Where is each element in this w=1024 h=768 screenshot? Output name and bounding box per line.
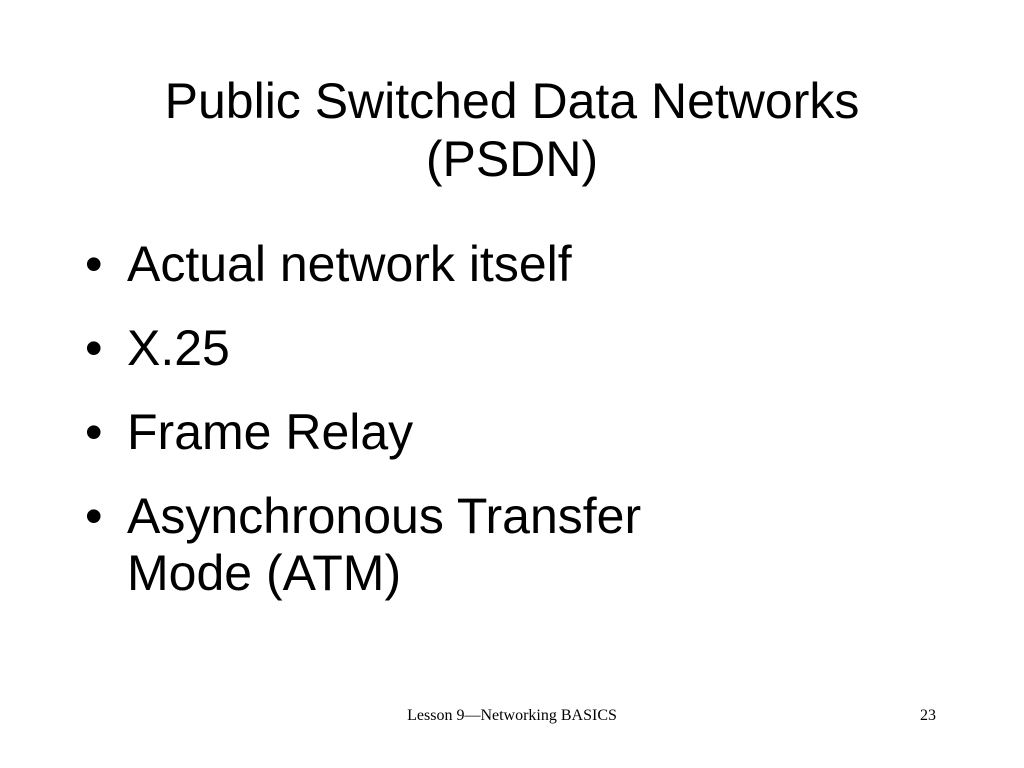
bullet-text: Frame Relay	[127, 404, 845, 461]
bullet-icon: •	[85, 404, 103, 460]
slide-title-line-2: (PSDN)	[425, 131, 599, 187]
slide-title: Public Switched Data Networks (PSDN)	[60, 72, 964, 188]
slide-title-line-1: Public Switched Data Networks	[164, 73, 860, 129]
footer-lesson-title: Lesson 9—Networking BASICS	[407, 707, 617, 724]
bullet-icon: •	[85, 236, 103, 292]
bullet-text: Actual network itself	[127, 236, 845, 293]
bullet-line: Frame Relay	[127, 404, 414, 460]
bullet-line: Asynchronous Transfer	[127, 488, 642, 544]
bullet-item-actual-network: • Actual network itself	[85, 236, 845, 293]
bullet-item-frame-relay: • Frame Relay	[85, 404, 845, 461]
bullet-line: X.25	[127, 320, 230, 376]
bullet-text: Asynchronous Transfer Mode (ATM)	[127, 488, 845, 602]
bullet-item-x25: • X.25	[85, 320, 845, 377]
page-number: 23	[920, 707, 936, 724]
bullet-text: X.25	[127, 320, 845, 377]
bullet-icon: •	[85, 488, 103, 544]
bullet-item-atm: • Asynchronous Transfer Mode (ATM)	[85, 488, 845, 602]
bullet-icon: •	[85, 320, 103, 376]
bullet-line: Actual network itself	[127, 236, 572, 292]
bullet-line: Mode (ATM)	[127, 545, 402, 601]
bullet-list: • Actual network itself • X.25 • Frame R…	[85, 236, 845, 629]
